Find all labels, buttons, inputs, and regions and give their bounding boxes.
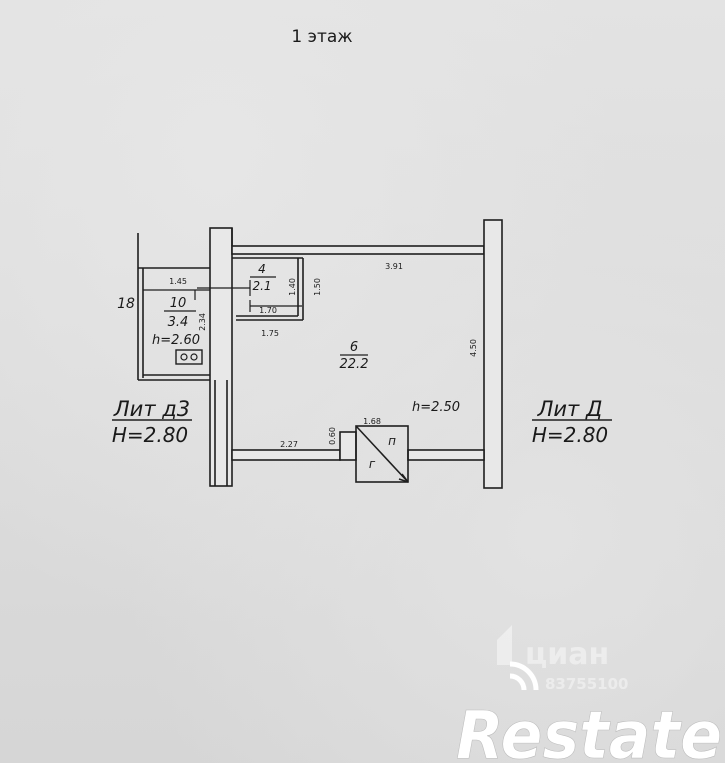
dim-2-27: 2.27 (280, 440, 298, 449)
dim-0-60: 0.60 (328, 427, 337, 445)
dim-1-40: 1.40 (288, 278, 297, 296)
room6-height: h=2.50 (412, 400, 460, 415)
wall-top (231, 245, 485, 255)
lit-right-height: H=2.80 (532, 423, 608, 447)
lit-right-name: Лит Д (537, 397, 603, 421)
wall-bottom-right (407, 449, 485, 461)
restate-logo-text: Restate (456, 697, 722, 763)
lit-left-height: H=2.80 (112, 423, 188, 447)
floor-title: 1 этаж (291, 27, 352, 47)
room10-area: 3.4 (168, 315, 189, 330)
lit-left-name: Лит д3 (113, 397, 190, 421)
restate-logo: Restate (456, 661, 722, 763)
stair-box (355, 425, 409, 483)
dim-1-45: 1.45 (169, 277, 187, 286)
dim-3-91: 3.91 (385, 262, 403, 271)
dim-2-34: 2.34 (198, 313, 207, 331)
room10-number: 10 (170, 296, 187, 311)
wall-right (483, 219, 503, 489)
dimension-ticks (143, 280, 302, 312)
room10-height: h=2.60 (152, 333, 200, 348)
stair-down-label: г (369, 457, 376, 471)
label-18: 18 (117, 296, 135, 312)
wall-bottom-left (231, 449, 341, 461)
room4-area: 2.1 (252, 279, 271, 293)
walls (137, 219, 503, 489)
cian-brand: циан (525, 637, 609, 672)
dim-1-50: 1.50 (313, 278, 322, 296)
wall-central (209, 227, 233, 487)
dim-1-70: 1.70 (259, 306, 277, 315)
room6-number: 6 (350, 340, 358, 355)
signal-icon (509, 673, 527, 691)
stair-up-label: п (388, 434, 396, 448)
stove-icon (175, 349, 203, 365)
cian-logo-icon (497, 625, 512, 665)
dim-1-68: 1.68 (363, 417, 381, 426)
dim-4-50: 4.50 (469, 339, 478, 357)
cian-watermark: циан 83755100 (497, 625, 629, 693)
cian-id: 83755100 (545, 675, 629, 693)
room6-area: 22.2 (340, 357, 369, 372)
stair-diagonal (355, 425, 409, 483)
dim-1-75: 1.75 (261, 329, 279, 338)
room4-number: 4 (258, 262, 266, 276)
